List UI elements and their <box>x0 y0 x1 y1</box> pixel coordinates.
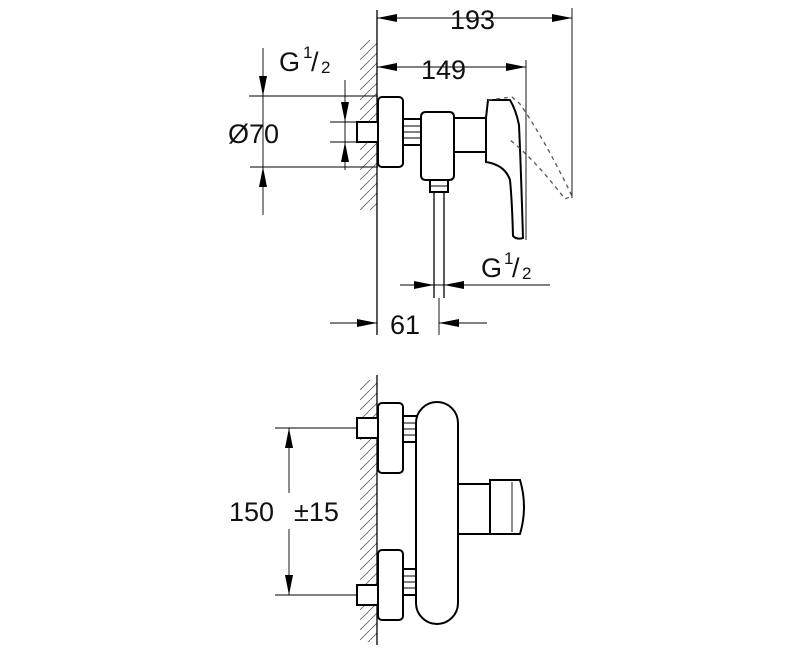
inlet-thread-slash: / <box>311 47 319 77</box>
dim-handle-depth-label: 149 <box>421 55 466 85</box>
outlet-thread-numerator: 1 <box>504 249 513 268</box>
wall-hatch-front <box>360 380 377 642</box>
mixer-body-front <box>415 401 459 625</box>
lever-handle <box>485 99 525 240</box>
dim-overall-depth-label: 193 <box>450 5 495 35</box>
rosette-diameter-label: Ø70 <box>228 119 279 149</box>
front-view <box>356 375 525 645</box>
inlet-thread-letter: G <box>279 47 300 77</box>
inlet-spacing-label: 150 <box>229 497 274 527</box>
inlet-thread-denominator: 2 <box>321 58 330 77</box>
dim-overall-depth: 193 <box>377 5 573 198</box>
dim-inlet-spacing: 150 ±15 <box>225 427 357 596</box>
inlet-spacing-tolerance: ±15 <box>294 497 339 527</box>
upper-inlet-stub <box>356 417 379 439</box>
lever-open-position <box>487 96 573 200</box>
dim-outlet-offset: 61 <box>330 298 487 340</box>
dim-rosette-diameter: Ø70 <box>228 48 378 215</box>
dim-inlet-thread: G 1 / 2 <box>249 43 378 170</box>
side-view <box>356 10 573 335</box>
cartridge-front <box>457 483 491 535</box>
outlet-offset-label: 61 <box>390 310 420 340</box>
inlet-thread-numerator: 1 <box>303 43 312 62</box>
lower-rosette <box>377 549 404 621</box>
dim-handle-depth: 149 <box>377 55 527 240</box>
lower-inlet-stub <box>356 584 379 606</box>
outlet-thread-denominator: 2 <box>522 264 531 283</box>
dim-outlet-thread: G 1 / 2 <box>400 249 550 289</box>
upper-rosette <box>377 402 404 474</box>
cartridge-housing <box>453 117 487 153</box>
inlet-stub <box>356 121 379 143</box>
mixer-body-side <box>420 111 455 181</box>
outlet-thread-slash: / <box>512 253 520 283</box>
outlet-thread-letter: G <box>481 253 502 283</box>
rosette-side <box>377 96 404 168</box>
handle-front <box>489 479 525 535</box>
